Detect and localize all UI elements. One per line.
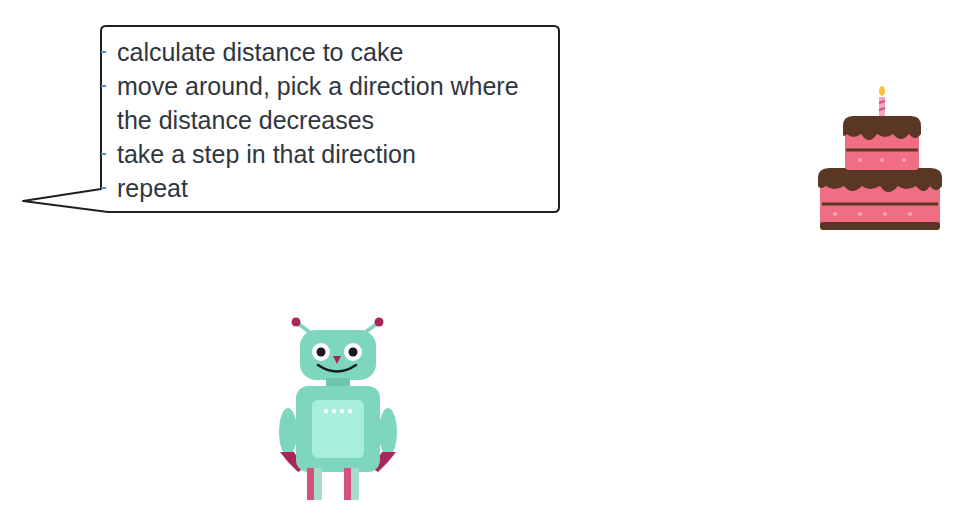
bullet-item: repeat [117,171,544,205]
bullet-item: take a step in that direction [117,137,544,171]
speech-bubble: calculate distance to cakemove around, p… [100,25,560,213]
bullet-text: calculate distance to cake [117,35,544,69]
bullet-dash [101,153,106,155]
bullet-item: move around, pick a direction where the … [117,69,544,137]
bullet-text: repeat [117,171,544,205]
robot-figure [279,318,397,501]
bullet-text: take a step in that direction [117,137,544,171]
bullet-dash [101,85,106,87]
bullet-text: move around, pick a direction where the … [117,69,544,137]
cake-figure [818,86,942,230]
bullet-item: calculate distance to cake [117,35,544,69]
bullet-dash [101,187,106,189]
bullet-dash [101,51,106,53]
bubble-path [23,26,559,212]
